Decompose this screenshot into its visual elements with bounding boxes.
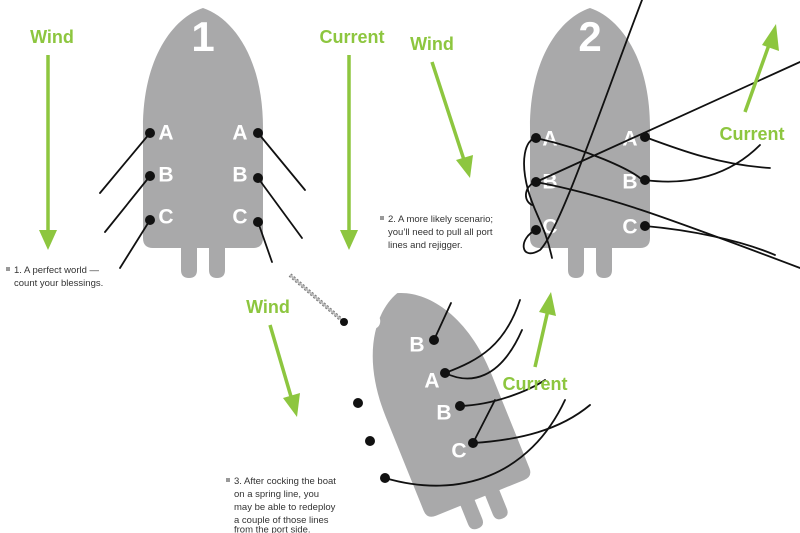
cleat <box>145 171 155 181</box>
cleat <box>640 132 650 142</box>
starboard-cleat-label: C <box>232 206 247 229</box>
dock-line <box>257 221 273 263</box>
starboard-cleat-label: B <box>232 164 247 187</box>
caption-line: 2. A more likely scenario; <box>388 214 493 225</box>
port-cleat-label: A <box>158 122 173 145</box>
port-cleat-label: A <box>392 458 407 481</box>
caption-line: from the port side. <box>234 525 311 533</box>
cleat <box>365 436 375 446</box>
caption-line: on a spring line, you <box>234 489 319 500</box>
dock-line <box>535 181 800 269</box>
port-cleat-label: A <box>542 128 557 151</box>
caption-line: 1. A perfect world — <box>14 265 100 276</box>
caption-line: may be able to redeploy <box>234 502 336 513</box>
boat-number-3: 3 <box>358 291 381 338</box>
port-cleat-label: C <box>542 216 557 239</box>
panel-3: Wind 3 B A B C A <box>226 271 591 533</box>
dock-line <box>523 137 553 259</box>
wind-arrow-2: Wind <box>410 34 473 178</box>
arrow-down-icon <box>283 393 300 417</box>
starboard-cleat-label: B <box>622 171 637 194</box>
cleat <box>531 225 541 235</box>
dock-line <box>535 137 641 179</box>
wind-label-2: Wind <box>410 34 454 54</box>
arrow-down-icon <box>39 230 57 250</box>
current-arrow-1: Current <box>319 27 385 250</box>
cleat <box>253 217 263 227</box>
boat-2: 2 A B C A B C <box>522 0 800 278</box>
cleat <box>253 128 263 138</box>
caption-2: 2. A more likely scenario; you’ll need t… <box>380 214 493 251</box>
caption-1: 1. A perfect world — count your blessing… <box>6 265 103 289</box>
cleat <box>429 335 439 345</box>
wind-arrow-1: Wind <box>30 27 74 250</box>
cleat <box>340 318 348 326</box>
wind-arrow-3: Wind <box>246 297 300 417</box>
caption-line: lines and rejigger. <box>388 240 462 251</box>
panel-2: Wind 2 A B C A B C <box>380 0 800 278</box>
dock-line <box>472 399 496 444</box>
dock-line <box>384 399 566 487</box>
cleat <box>145 215 155 225</box>
cleat <box>353 398 363 408</box>
cleat <box>531 133 541 143</box>
caption-line: 3. After cocking the boat <box>234 476 336 487</box>
current-label-2: Current <box>719 124 784 144</box>
cleat <box>380 473 390 483</box>
port-cleat-label: C <box>158 206 173 229</box>
starboard-cleat-label: A <box>232 122 247 145</box>
wind-label-3: Wind <box>246 297 290 317</box>
dock-line <box>444 299 521 374</box>
boat-number-2: 2 <box>578 13 601 60</box>
starboard-cleat-label: C <box>622 216 637 239</box>
dock-line <box>472 404 591 444</box>
starboard-cleat-label: C <box>451 440 466 463</box>
current-label-1: Current <box>319 27 384 47</box>
cleat <box>145 128 155 138</box>
cleat <box>440 368 450 378</box>
starboard-cleat-label: A <box>424 370 439 393</box>
cleat <box>640 221 650 231</box>
arrow-down-icon <box>456 155 473 178</box>
arrow-down-icon <box>340 230 358 250</box>
dock-line <box>99 132 151 194</box>
port-cleat-label: B <box>158 164 173 187</box>
port-cleat-label: B <box>542 171 557 194</box>
dock-line <box>257 132 306 191</box>
starboard-cleat-label: B <box>409 334 424 357</box>
wind-label-1: Wind <box>30 27 74 47</box>
current-arrow-3: Current <box>502 292 568 394</box>
dock-line <box>644 225 776 256</box>
dock-line <box>433 302 452 341</box>
dock-line <box>522 0 643 255</box>
dock-line <box>459 379 546 407</box>
boat-number-1: 1 <box>191 13 214 60</box>
boat-3: 3 B A B C A <box>340 271 591 533</box>
dock-line <box>104 175 151 233</box>
caption-line: you’ll need to pull all port <box>388 227 493 238</box>
panel-1: Wind 1 A B C A B C <box>6 8 385 289</box>
cleat <box>640 175 650 185</box>
cleat <box>531 177 541 187</box>
arrow-up-icon <box>539 292 556 316</box>
dock-line <box>257 177 303 239</box>
current-label-3: Current <box>502 374 567 394</box>
caption-3: 3. After cocking the boat on a spring li… <box>226 476 336 533</box>
arrow-up-icon <box>762 24 779 51</box>
boat-1: 1 A B C A B C <box>99 8 306 278</box>
starboard-cleat-label: B <box>436 402 451 425</box>
current-arrow-2: Current <box>719 24 785 144</box>
dock-line <box>119 219 151 269</box>
dock-line <box>444 329 523 380</box>
caption-line: count your blessings. <box>14 278 103 289</box>
cleat <box>253 173 263 183</box>
cleat <box>468 438 478 448</box>
dock-line <box>644 136 771 169</box>
caption-line: a couple of those lines <box>234 515 329 526</box>
cleat <box>455 401 465 411</box>
dock-line <box>644 144 761 183</box>
